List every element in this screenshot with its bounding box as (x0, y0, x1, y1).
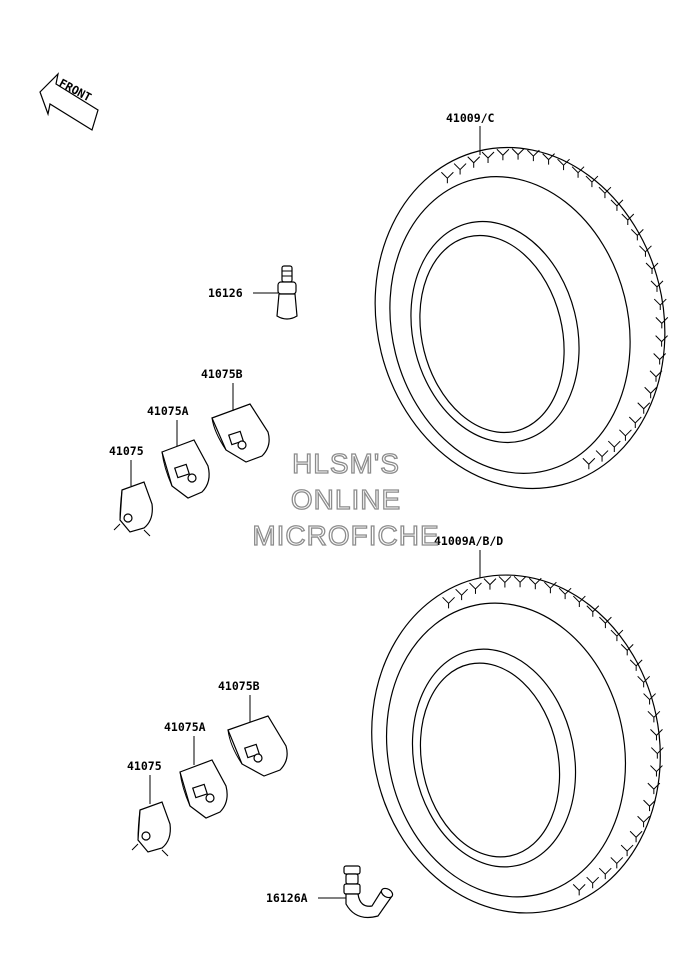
watermark: HLSM'S ONLINE MICROFICHE (252, 447, 440, 551)
tread-mark (644, 386, 658, 399)
tread-mark (653, 298, 667, 311)
tread-mark (607, 440, 621, 453)
tread-mark (599, 616, 612, 629)
callout-weight-a-lower: 41075A (164, 720, 206, 734)
callout-weight-upper: 41075 (109, 444, 144, 458)
tread-mark (571, 166, 585, 178)
callout-valve-lower: 16126A (266, 891, 308, 905)
tread-mark (455, 588, 468, 601)
tread-pattern-front (442, 575, 664, 896)
callout-tire-front: 41009A/B/D (434, 534, 503, 548)
tread-mark (572, 884, 586, 896)
front-arrow-icon: FRONT (39, 72, 99, 131)
callout-tire-rear: 41009/C (446, 111, 495, 125)
tread-mark (610, 629, 624, 642)
tread-mark (645, 262, 659, 275)
balance-weight-lower (131, 801, 171, 857)
tread-mark (469, 582, 482, 594)
tread-mark (498, 576, 512, 588)
balance-weight-a-lower (179, 759, 228, 819)
tread-mark (647, 782, 661, 795)
tread-mark (528, 577, 542, 590)
tread-mark (483, 578, 497, 590)
tread-mark (655, 317, 669, 329)
tread-mark (586, 605, 600, 617)
callout-valve-upper: 16126 (208, 286, 243, 300)
tread-mark (619, 429, 632, 441)
callout-weight-b-upper: 41075B (201, 367, 243, 381)
tread-mark (620, 644, 634, 656)
tread-mark (647, 710, 661, 723)
tread-mark (527, 149, 540, 162)
tread-mark (643, 693, 656, 705)
tread-mark (650, 765, 663, 777)
tread-mark (629, 830, 643, 843)
tread-mark (557, 158, 570, 171)
tread-mark (610, 857, 624, 869)
tread-mark (572, 595, 586, 608)
tread-mark (650, 280, 664, 292)
tread-mark (441, 171, 454, 184)
tread-mark (637, 815, 650, 828)
balance-weight-b-lower (227, 715, 288, 777)
tread-mark (639, 245, 652, 257)
balance-weight-upper (113, 481, 153, 537)
tread-mark (628, 416, 642, 428)
tread-mark (585, 175, 599, 188)
tread-mark (621, 213, 635, 226)
tread-mark (496, 148, 510, 161)
tread-mark (650, 729, 663, 741)
watermark-line1: HLSM'S (292, 448, 400, 479)
tread-mark (643, 799, 656, 812)
tread-mark (629, 659, 643, 671)
tread-mark (649, 370, 663, 382)
tread-mark (598, 186, 612, 199)
tread-mark (442, 596, 455, 609)
tread-mark (653, 353, 667, 365)
valve-stem-lower (343, 865, 394, 919)
tread-mark (655, 335, 668, 347)
tread-mark (630, 229, 644, 241)
balance-weight-b-upper (211, 403, 270, 463)
tread-mark (637, 675, 651, 688)
tread-mark (595, 450, 609, 462)
tread-mark (511, 148, 525, 160)
tread-mark (637, 402, 651, 414)
tread-mark (481, 151, 495, 164)
tread-mark (542, 153, 555, 165)
tread-mark (582, 457, 596, 470)
tread-mark (558, 587, 572, 600)
tread-mark (467, 156, 481, 168)
tire-front (371, 574, 664, 914)
tread-mark (453, 163, 467, 175)
tread-mark (650, 747, 664, 759)
callout-weight-a-upper: 41075A (147, 404, 189, 418)
tread-mark (610, 199, 624, 211)
callout-weight-b-lower: 41075B (218, 679, 260, 693)
tread-pattern-rear (441, 148, 669, 470)
tread-mark (620, 844, 634, 857)
tire-rear (374, 146, 669, 490)
watermark-line2: ONLINE (291, 484, 401, 515)
tread-mark (513, 575, 527, 588)
valve-stem-upper (276, 265, 298, 320)
balance-weight-a-upper (161, 439, 210, 499)
tread-mark (598, 867, 612, 880)
tread-mark (586, 876, 600, 889)
callout-weight-lower: 41075 (127, 759, 162, 773)
tread-mark (544, 581, 557, 594)
watermark-line3: MICROFICHE (252, 520, 439, 551)
